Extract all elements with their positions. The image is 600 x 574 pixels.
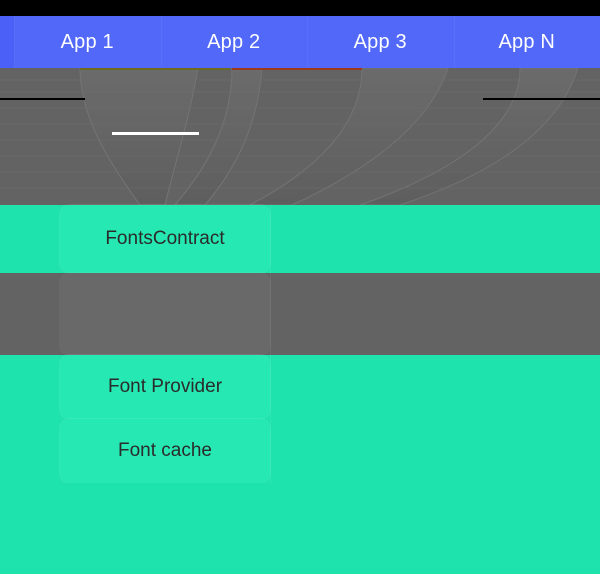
guide-line-black-right xyxy=(483,98,600,100)
guide-line-white xyxy=(112,132,199,135)
band-seam xyxy=(270,205,271,273)
guide-line-black-left xyxy=(0,98,85,100)
app-tile-1-label: App 1 xyxy=(60,30,114,53)
card-font-cache-label: Font cache xyxy=(118,440,212,461)
app-row-left-pad xyxy=(0,16,14,68)
app-tile-2[interactable]: App 2 xyxy=(160,16,307,68)
app-tile-3[interactable]: App 3 xyxy=(307,16,454,68)
card-font-provider[interactable]: Font Provider xyxy=(60,355,270,419)
band-seam xyxy=(270,355,271,419)
band-gray-middle xyxy=(0,273,600,355)
funnel-texture-lines xyxy=(0,79,600,189)
funnel-middle-shape xyxy=(174,68,263,205)
card-fontscontract-label: FontsContract xyxy=(105,228,225,249)
card-font-provider-label: Font Provider xyxy=(107,376,223,397)
app-tile-n[interactable]: App N xyxy=(453,16,600,68)
band-seam xyxy=(270,419,271,483)
band-footer xyxy=(0,483,600,574)
app-tile-2-label: App 2 xyxy=(207,30,261,53)
app-tile-1[interactable]: App 1 xyxy=(14,16,161,68)
band-font-provider: Font Provider xyxy=(0,355,600,419)
card-font-cache[interactable]: Font cache xyxy=(60,419,270,483)
status-strip xyxy=(0,0,600,16)
funnel-far-right-shape xyxy=(359,68,579,205)
app-tile-3-label: App 3 xyxy=(353,30,407,53)
accent-rule-red xyxy=(232,68,362,70)
card-gray-middle[interactable] xyxy=(60,273,270,355)
card-fontscontract[interactable]: FontsContract xyxy=(60,205,270,273)
funnel-left-shape xyxy=(79,68,199,205)
band-font-cache: Font cache xyxy=(0,419,600,483)
band-seam xyxy=(270,273,271,355)
band-fontscontract: FontsContract xyxy=(0,205,600,273)
funnel-shapes-svg xyxy=(0,68,600,205)
funnel-connectors xyxy=(0,68,600,205)
app-row: App 1 App 2 App 3 App N xyxy=(0,16,600,68)
app-tile-n-label: App N xyxy=(498,30,556,53)
accent-rule-olive xyxy=(80,68,230,70)
